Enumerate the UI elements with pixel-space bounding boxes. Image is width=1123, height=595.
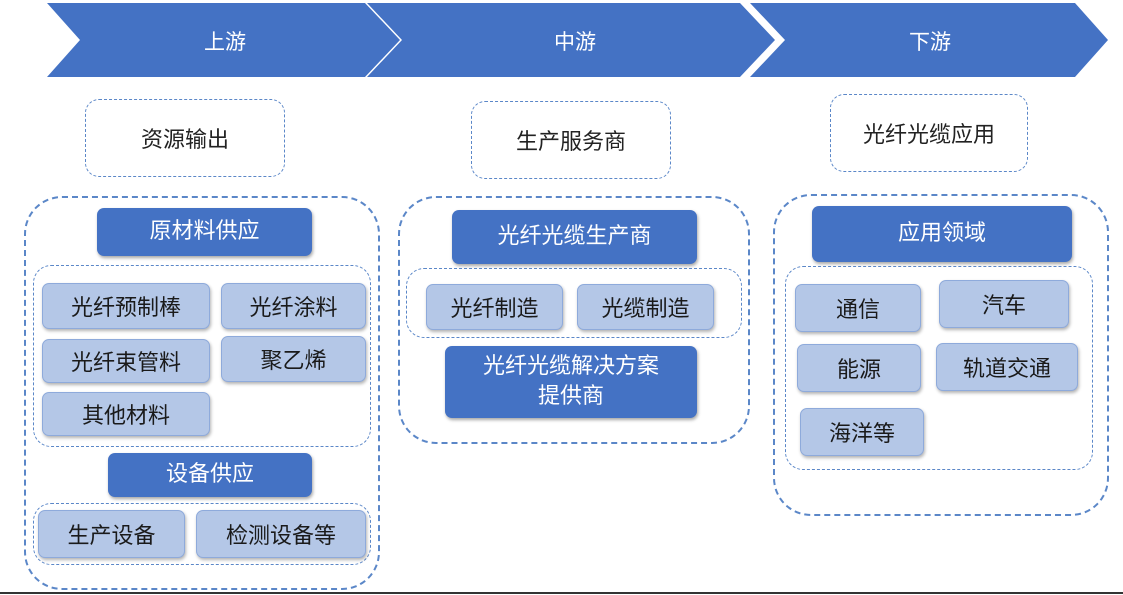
stage-banner bbox=[47, 3, 1108, 77]
downstream-title: 光纤光缆应用 bbox=[830, 94, 1028, 172]
application-group bbox=[785, 266, 1093, 470]
upstream-container bbox=[24, 196, 380, 590]
application-header: 应用领域 bbox=[812, 206, 1072, 262]
stage-label-downstream: 下游 bbox=[909, 30, 951, 54]
item-cable-manufacturing: 光缆制造 bbox=[577, 284, 714, 330]
upstream-title: 资源输出 bbox=[85, 99, 285, 177]
manufacturer-header: 光纤光缆生产商 bbox=[452, 210, 697, 264]
chevron-downstream bbox=[750, 3, 1108, 77]
item-testing-equipment: 检测设备等 bbox=[196, 510, 366, 558]
item-fiber-manufacturing: 光纤制造 bbox=[426, 284, 563, 330]
stage-label-midstream: 中游 bbox=[554, 30, 596, 54]
midstream-title: 生产服务商 bbox=[471, 101, 671, 179]
chevron-midstream bbox=[367, 3, 775, 77]
item-communication: 通信 bbox=[795, 284, 921, 332]
item-polyethylene: 聚乙烯 bbox=[221, 336, 366, 382]
item-automotive: 汽车 bbox=[939, 280, 1069, 328]
raw-material-group bbox=[33, 265, 371, 447]
midstream-container bbox=[398, 196, 750, 444]
item-fiber-coating: 光纤涂料 bbox=[221, 283, 366, 329]
solution-provider: 光纤光缆解决方案 提供商 bbox=[445, 346, 697, 418]
stage-label-upstream: 上游 bbox=[204, 30, 246, 54]
item-production-equipment: 生产设备 bbox=[38, 510, 185, 558]
raw-material-header: 原材料供应 bbox=[97, 208, 312, 256]
item-fiber-preform: 光纤预制棒 bbox=[42, 283, 210, 329]
equipment-group bbox=[33, 503, 371, 565]
equipment-header: 设备供应 bbox=[108, 453, 312, 497]
manufacturing-group bbox=[406, 268, 742, 338]
item-fiber-tube-material: 光纤束管料 bbox=[42, 339, 210, 383]
item-energy: 能源 bbox=[797, 344, 921, 392]
downstream-container bbox=[773, 194, 1109, 516]
bottom-rule bbox=[0, 592, 1123, 594]
item-rail-transit: 轨道交通 bbox=[936, 343, 1078, 391]
item-other-materials: 其他材料 bbox=[42, 392, 210, 436]
item-marine: 海洋等 bbox=[800, 408, 924, 456]
chevron-upstream bbox=[47, 3, 400, 77]
